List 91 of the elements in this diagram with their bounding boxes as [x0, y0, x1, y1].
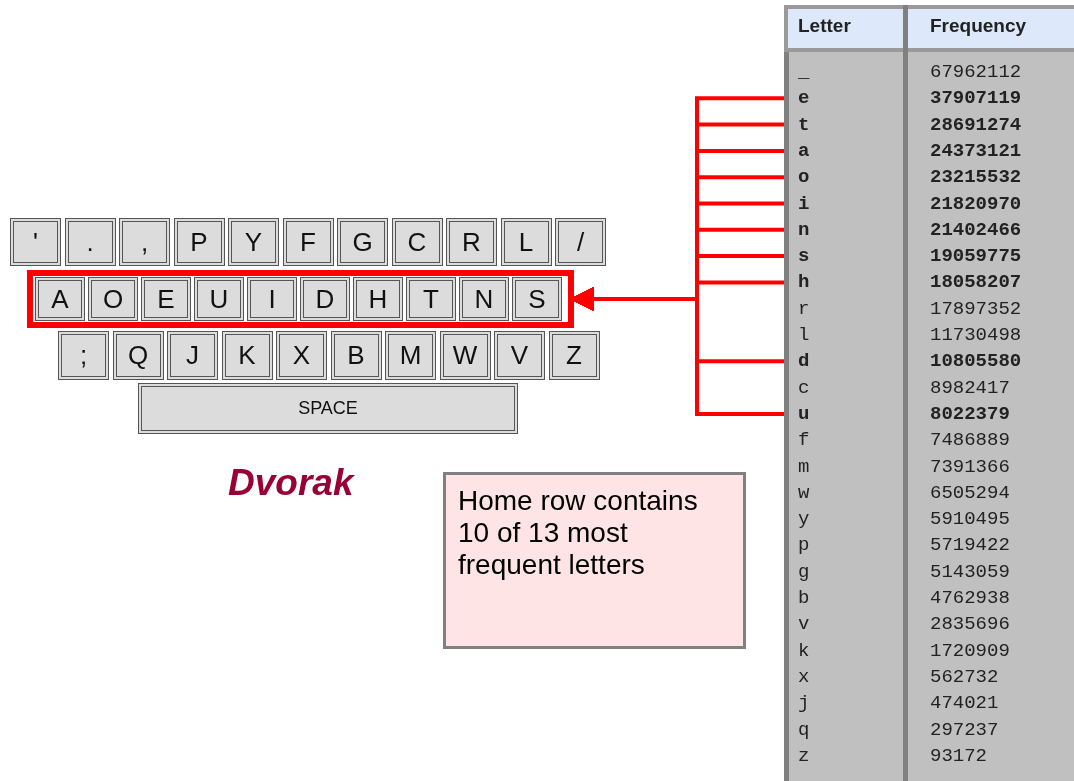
note-box: Home row contains 10 of 13 most frequent letters	[443, 472, 746, 649]
table-cell: w	[798, 480, 810, 505]
table-cell: 7391366	[930, 454, 1010, 479]
keyboard-key: L	[500, 218, 552, 266]
table-cell: 4762938	[930, 586, 1010, 610]
table-cell: j	[798, 691, 810, 716]
keyboard-key: P	[173, 218, 225, 266]
keyboard-key: K	[221, 331, 273, 380]
highlight-frame	[27, 270, 574, 328]
keyboard-key: T	[406, 277, 456, 321]
table-cell: 5910495	[930, 507, 1010, 532]
table-cell: k	[798, 638, 810, 663]
table-cell: 23215532	[930, 165, 1022, 190]
table-cell: 21820970	[930, 191, 1022, 216]
table-cell: 18058207	[930, 270, 1022, 295]
table-cell: 21402466	[930, 217, 1022, 242]
table-cell: 8022379	[930, 401, 1010, 426]
table-cell: 2835696	[930, 612, 1010, 637]
keyboard-key: O	[88, 277, 138, 321]
keyboard-key: /	[555, 218, 606, 266]
keyboard-key: H	[353, 277, 403, 321]
keyboard-key: U	[194, 277, 244, 321]
table-cell: 8982417	[930, 375, 1010, 400]
table-cell: o	[798, 165, 810, 190]
keyboard-key: Q	[112, 331, 164, 380]
table-cell: r	[798, 296, 810, 321]
table-cell: l	[798, 323, 810, 347]
table-cell: a	[798, 138, 810, 163]
table-cell: 19059775	[930, 244, 1022, 269]
table-cell: 6505294	[930, 480, 1010, 505]
keyboard-key: R	[446, 218, 497, 266]
keyboard-key: C	[391, 218, 443, 266]
table-cell: v	[798, 612, 810, 637]
table-cell: 93172	[930, 743, 987, 768]
table-cell: 67962112	[930, 60, 1022, 84]
table-cell: 17897352	[930, 296, 1022, 321]
column-header: Frequency	[930, 14, 1028, 38]
table-cell: q	[798, 717, 810, 742]
table-cell: 5719422	[930, 533, 1010, 558]
table-cell: _	[798, 60, 810, 84]
table-cell: g	[798, 559, 810, 584]
keyboard-key: F	[282, 218, 334, 266]
table-cell: y	[798, 507, 810, 532]
keyboard-key: J	[167, 331, 218, 380]
table-cell: 1720909	[930, 638, 1010, 663]
table-cell: b	[798, 586, 810, 610]
table-cell: e	[798, 86, 810, 111]
keyboard-key: A	[35, 277, 85, 321]
keyboard-key: S	[512, 277, 562, 321]
keyboard-key: D	[300, 277, 350, 321]
keyboard-key: ;	[58, 331, 109, 380]
table-cell: h	[798, 270, 810, 295]
table-cell: 28691274	[930, 112, 1022, 137]
table-cell: 37907119	[930, 86, 1022, 111]
keyboard-key: B	[330, 331, 382, 380]
table-cell: 297237	[930, 717, 999, 742]
keyboard-key: '	[10, 218, 61, 266]
table-cell: z	[798, 743, 810, 768]
space-bar: SPACE	[138, 383, 518, 434]
table-cell: t	[798, 112, 810, 137]
table-cell: 7486889	[930, 428, 1010, 453]
column-header: Letter	[798, 14, 852, 38]
table-cell: p	[798, 533, 810, 558]
keyboard-key: ,	[119, 218, 170, 266]
table-cell: s	[798, 244, 810, 269]
keyboard-key: W	[439, 331, 491, 380]
keyboard-key: .	[64, 218, 116, 266]
table-cell: x	[798, 664, 810, 689]
keyboard-key: N	[459, 277, 509, 321]
table-cell: m	[798, 454, 810, 479]
table-cell: 474021	[930, 691, 999, 716]
keyboard-key: V	[494, 331, 545, 380]
table-cell: 24373121	[930, 138, 1022, 163]
table-cell: u	[798, 401, 810, 426]
table-cell: n	[798, 217, 810, 242]
table-cell: 5143059	[930, 559, 1010, 584]
table-cell: f	[798, 428, 810, 453]
keyboard-key: M	[385, 331, 436, 380]
keyboard-key: Z	[548, 331, 600, 380]
table-cell: 10805580	[930, 349, 1022, 374]
table-cell: 562732	[930, 664, 999, 689]
keyboard-key: Y	[228, 218, 279, 266]
table-cell: i	[798, 191, 810, 216]
table-cell: c	[798, 375, 810, 400]
keyboard-key: I	[247, 277, 297, 321]
table-cell: 11730498	[930, 323, 1022, 347]
keyboard-key: X	[276, 331, 327, 380]
keyboard-key: E	[141, 277, 191, 321]
keyboard-key: G	[337, 218, 388, 266]
keyboard-layout-name: Dvorak	[228, 462, 356, 505]
table-cell: d	[798, 349, 810, 374]
